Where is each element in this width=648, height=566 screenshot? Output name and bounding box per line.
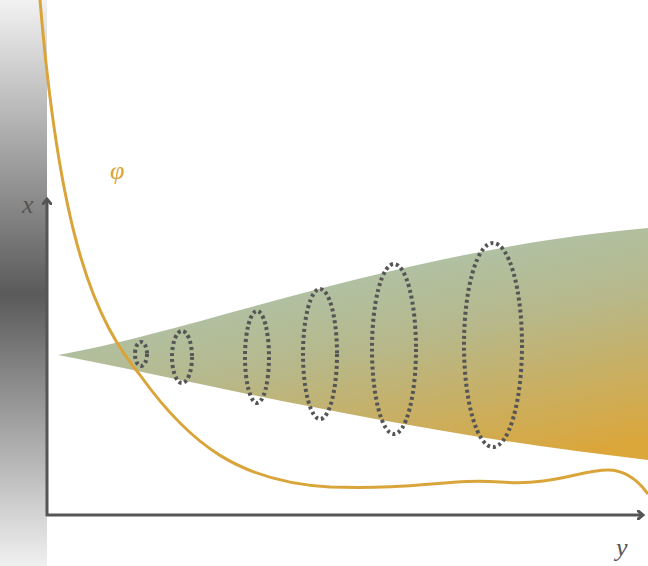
flux-loops (135, 243, 522, 447)
wall-bar (0, 0, 47, 566)
axis-label: y (616, 535, 628, 561)
potential-curve (40, 0, 648, 494)
axis-label: x (22, 192, 34, 218)
x-axis (46, 200, 49, 516)
flux-cone (58, 228, 648, 460)
potential-label: φ (110, 158, 124, 184)
y-axis (46, 514, 642, 517)
